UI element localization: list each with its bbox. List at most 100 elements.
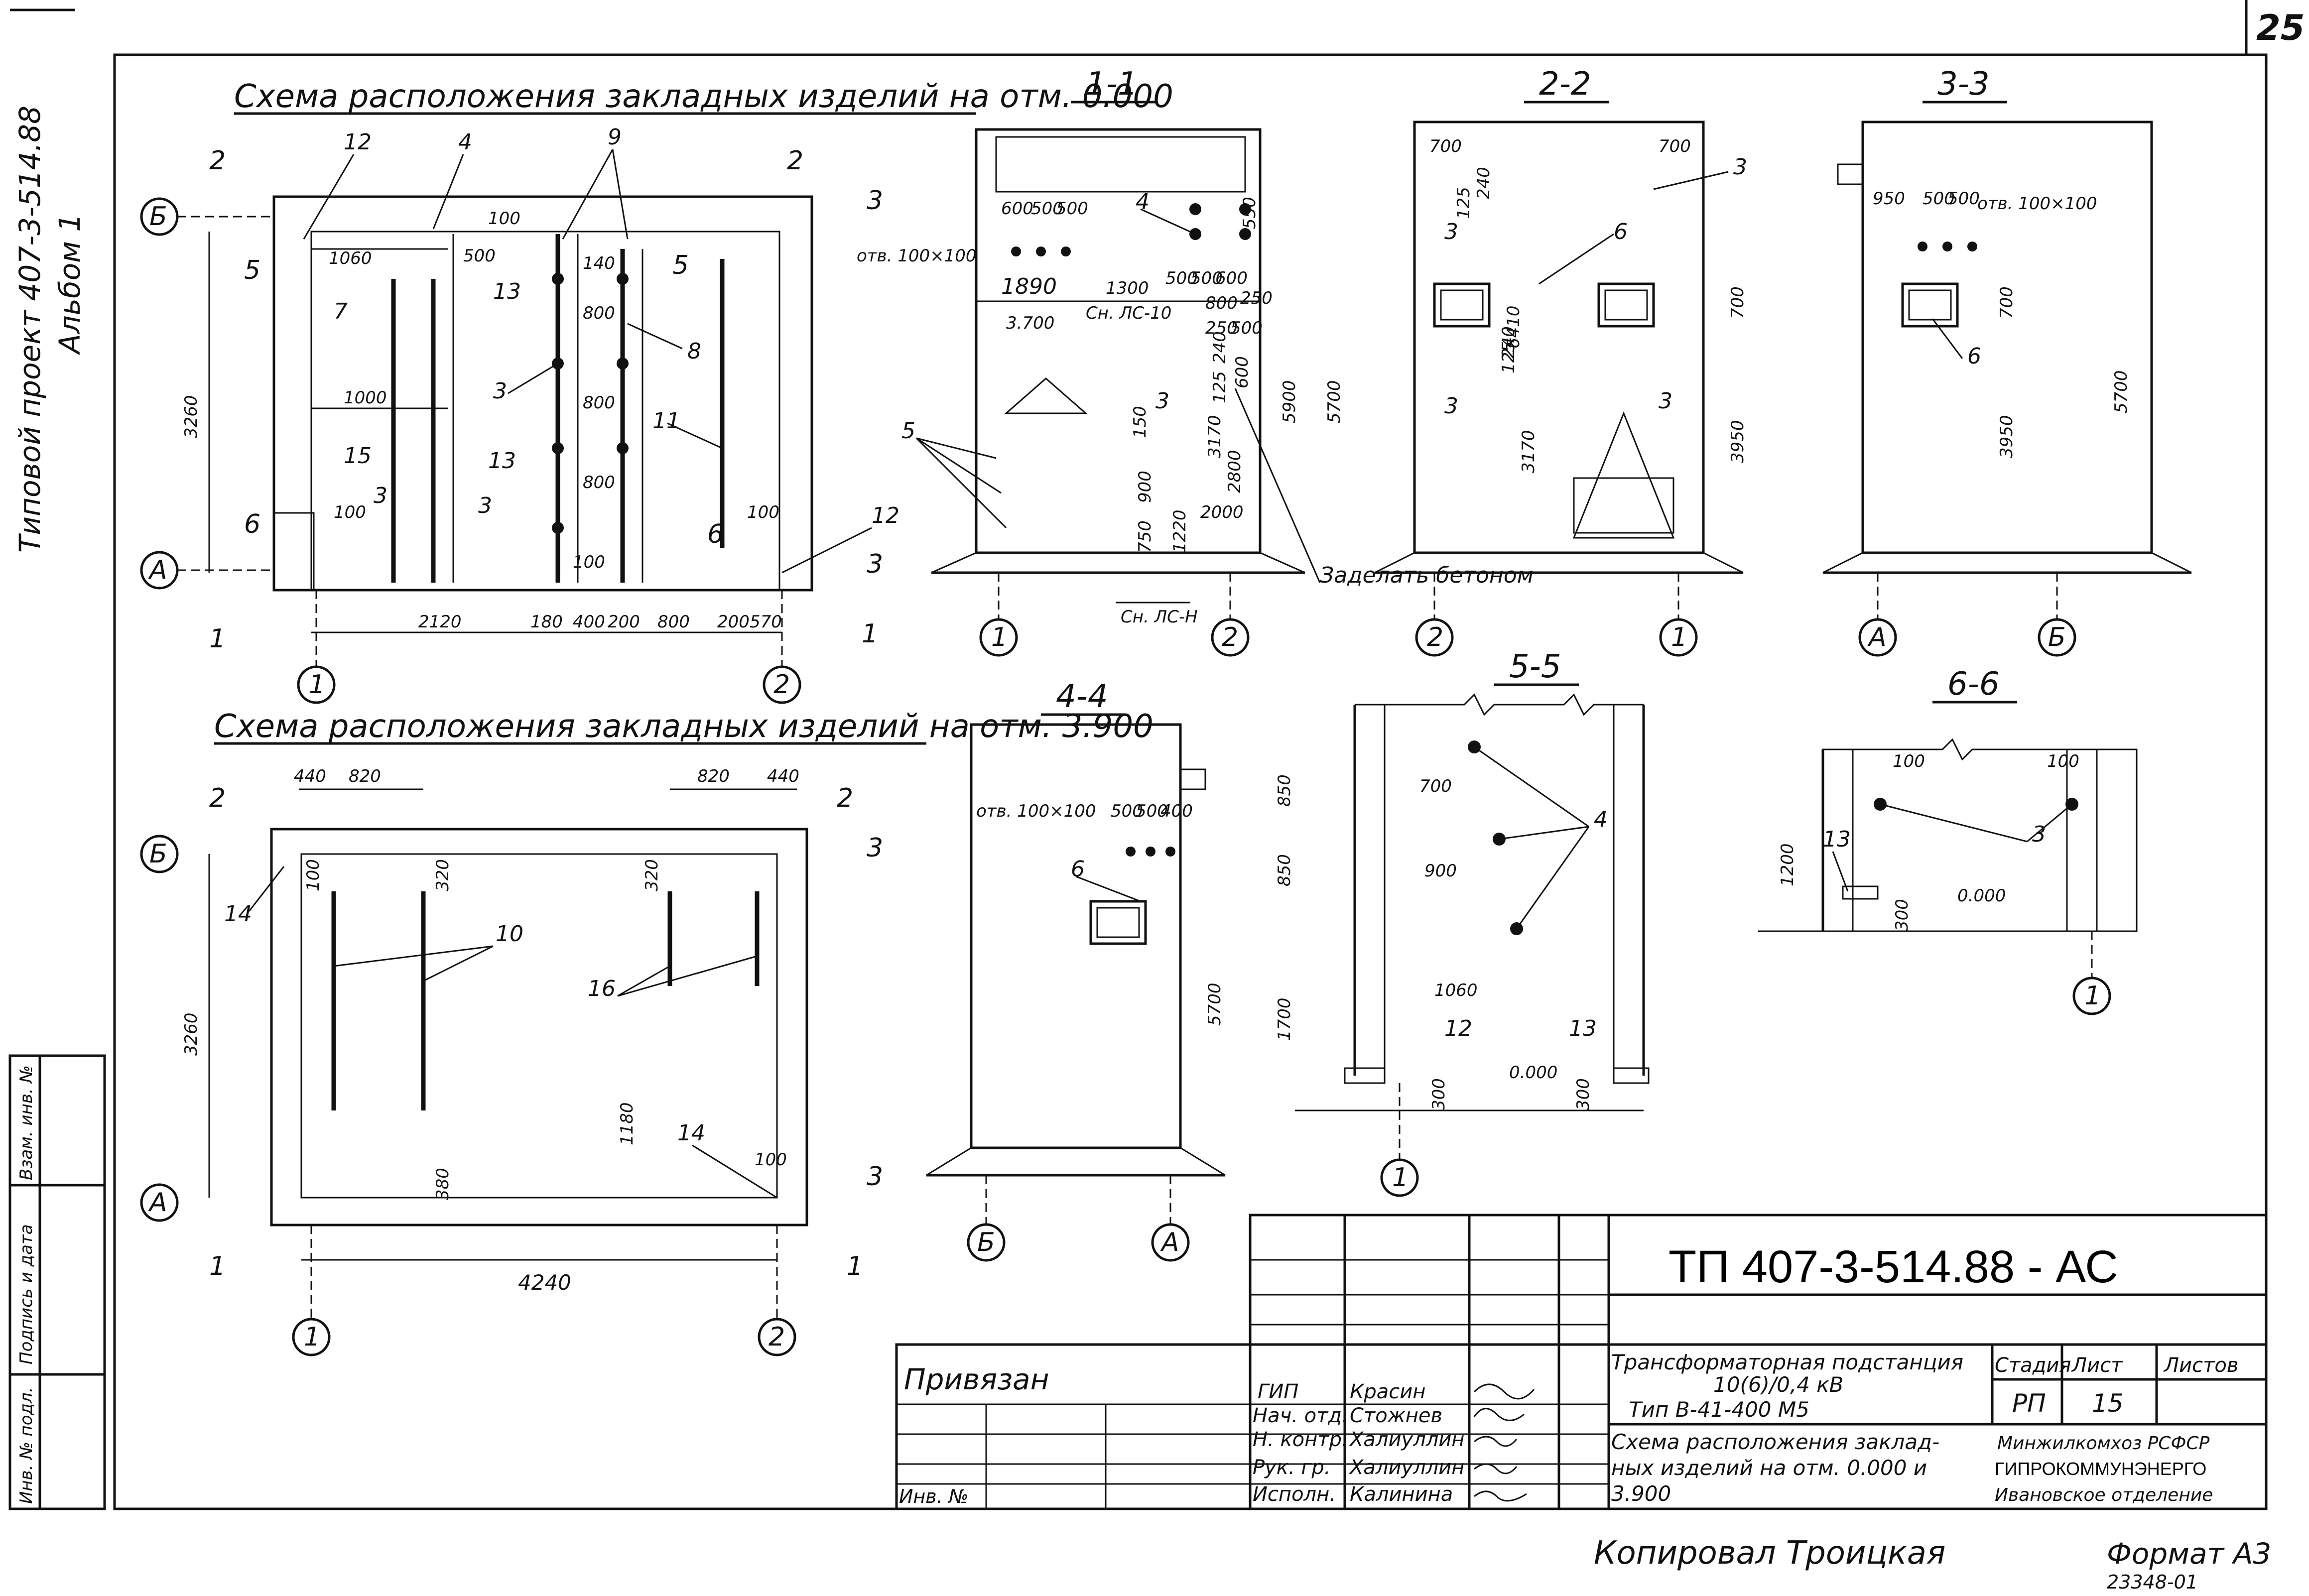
svg-text:2000: 2000 bbox=[1200, 502, 1244, 522]
svg-text:Б: Б bbox=[149, 202, 167, 232]
side-title: Типовой проект 407-3-514.88 Альбом 1 bbox=[13, 106, 87, 553]
svg-text:320: 320 bbox=[642, 859, 662, 891]
svg-text:А: А bbox=[148, 555, 167, 585]
section-4-4: 4-4 отв. 100×100 500 500 400 5700 6 Б А bbox=[926, 678, 1226, 1262]
svg-text:1060: 1060 bbox=[1434, 981, 1478, 1000]
svg-text:100: 100 bbox=[303, 859, 323, 891]
svg-text:8: 8 bbox=[687, 339, 701, 364]
svg-text:Заделать бетоном: Заделать бетоном bbox=[1320, 563, 1534, 588]
svg-text:1300: 1300 bbox=[1106, 278, 1149, 298]
svg-text:800: 800 bbox=[583, 393, 615, 413]
svg-text:500: 500 bbox=[1136, 801, 1168, 821]
svg-text:100: 100 bbox=[488, 209, 520, 229]
svg-text:3.700: 3.700 bbox=[1006, 313, 1054, 333]
title-block: ТП 407-3-514.88 - АС Привязан Инв. № ГИП… bbox=[895, 1214, 2268, 1510]
svg-text:6-6: 6-6 bbox=[1947, 666, 2000, 703]
svg-text:100: 100 bbox=[747, 502, 779, 522]
svg-text:А: А bbox=[148, 1188, 167, 1218]
svg-text:Ивановское отделение: Ивановское отделение bbox=[1995, 1485, 2213, 1505]
svg-text:200: 200 bbox=[717, 612, 750, 632]
svg-text:3-3: 3-3 bbox=[1937, 66, 1990, 103]
svg-text:400: 400 bbox=[1160, 801, 1193, 821]
svg-text:Исполн.: Исполн. bbox=[1253, 1483, 1336, 1506]
svg-text:16: 16 bbox=[588, 976, 616, 1001]
signature-5 bbox=[1474, 1490, 1527, 1502]
svg-text:Стожнев: Стожнев bbox=[1350, 1404, 1442, 1427]
svg-text:3: 3 bbox=[1444, 219, 1458, 245]
doc-number: 23348-01 bbox=[2107, 1571, 2198, 1593]
svg-text:500: 500 bbox=[1056, 199, 1088, 219]
svg-text:Халиуллин: Халиуллин bbox=[1349, 1456, 1464, 1479]
svg-text:А: А bbox=[1867, 622, 1887, 652]
svg-text:300: 300 bbox=[1892, 899, 1912, 931]
svg-text:3: 3 bbox=[867, 1162, 883, 1192]
svg-text:4: 4 bbox=[458, 129, 472, 155]
svg-text:4: 4 bbox=[1594, 807, 1608, 832]
svg-text:500: 500 bbox=[1031, 199, 1063, 219]
signature-1 bbox=[1473, 1383, 1535, 1400]
svg-text:700: 700 bbox=[1429, 136, 1462, 156]
svg-text:14: 14 bbox=[677, 1120, 705, 1146]
svg-text:240: 240 bbox=[1499, 326, 1519, 359]
side-title-line2: Альбом 1 bbox=[53, 214, 87, 356]
svg-text:320: 320 bbox=[433, 859, 453, 891]
section-2-2: 2-2 700 700 125 240 6410 700 3950 3170 1… bbox=[1374, 66, 1748, 657]
svg-text:3170: 3170 bbox=[1519, 430, 1539, 473]
svg-text:3: 3 bbox=[493, 378, 507, 404]
svg-text:1-1: 1-1 bbox=[1086, 66, 1138, 103]
svg-text:2: 2 bbox=[773, 670, 790, 700]
svg-text:10: 10 bbox=[496, 921, 523, 947]
svg-text:850: 850 bbox=[1275, 854, 1294, 886]
svg-text:Б: Б bbox=[149, 839, 167, 869]
svg-text:3: 3 bbox=[1659, 388, 1672, 414]
signature-2 bbox=[1473, 1408, 1525, 1421]
svg-text:Калинина: Калинина bbox=[1350, 1483, 1453, 1506]
svg-text:3.900: 3.900 bbox=[1611, 1481, 1671, 1506]
svg-text:5700: 5700 bbox=[1205, 982, 1225, 1026]
svg-text:5: 5 bbox=[244, 255, 260, 285]
svg-text:1: 1 bbox=[2084, 981, 2101, 1011]
svg-text:600: 600 bbox=[1215, 268, 1248, 288]
svg-text:125: 125 bbox=[1454, 187, 1474, 219]
svg-text:240: 240 bbox=[1474, 167, 1494, 199]
svg-text:3260: 3260 bbox=[181, 395, 201, 438]
svg-text:ГИП: ГИП bbox=[1258, 1380, 1298, 1403]
svg-text:3950: 3950 bbox=[1997, 415, 2017, 458]
svg-text:700: 700 bbox=[1728, 286, 1748, 319]
svg-text:800: 800 bbox=[1205, 293, 1238, 313]
svg-text:500: 500 bbox=[1165, 268, 1198, 288]
svg-text:5-5: 5-5 bbox=[1509, 648, 1561, 685]
svg-text:6: 6 bbox=[244, 509, 260, 539]
svg-text:1060: 1060 bbox=[329, 248, 372, 268]
svg-text:4-4: 4-4 bbox=[1056, 678, 1108, 715]
svg-text:1180: 1180 bbox=[617, 1102, 637, 1145]
svg-text:500: 500 bbox=[1230, 318, 1263, 338]
svg-text:Красин: Красин bbox=[1350, 1380, 1425, 1403]
svg-text:1: 1 bbox=[209, 1251, 226, 1281]
stamp-inv: Инв. № подл. bbox=[16, 1387, 36, 1504]
svg-text:300: 300 bbox=[1573, 1078, 1593, 1110]
svg-text:Трансформаторная подстанция: Трансформаторная подстанция bbox=[1611, 1350, 1963, 1374]
privyazan-label: Привязан bbox=[904, 1362, 1049, 1396]
section-5-5: 5-5 850 850 1700 700 900 1060 300 300 0.… bbox=[1275, 648, 1650, 1197]
svg-text:1: 1 bbox=[309, 670, 325, 700]
svg-text:2: 2 bbox=[209, 783, 226, 813]
svg-text:3: 3 bbox=[2032, 822, 2046, 847]
svg-text:13: 13 bbox=[1823, 827, 1851, 852]
svg-text:Н. контр.: Н. контр. bbox=[1253, 1428, 1348, 1451]
svg-text:Б: Б bbox=[2048, 622, 2066, 652]
svg-text:12: 12 bbox=[872, 503, 899, 528]
svg-text:11: 11 bbox=[652, 408, 680, 434]
svg-text:2: 2 bbox=[769, 1322, 785, 1352]
svg-text:РП: РП bbox=[2012, 1389, 2046, 1418]
stamp-replace: Взам. инв. № bbox=[16, 1065, 36, 1180]
svg-text:7: 7 bbox=[334, 299, 348, 324]
svg-text:отв. 100×100: отв. 100×100 bbox=[857, 246, 977, 266]
svg-text:1: 1 bbox=[304, 1322, 320, 1352]
svg-text:750: 750 bbox=[1135, 520, 1155, 553]
section-6-6: 6-6 100 100 1200 300 0.000 13 3 1 bbox=[1758, 666, 2138, 1015]
svg-text:3: 3 bbox=[478, 493, 492, 518]
svg-text:2: 2 bbox=[209, 146, 226, 176]
svg-text:240: 240 bbox=[1210, 331, 1230, 364]
svg-text:3: 3 bbox=[1444, 393, 1458, 419]
